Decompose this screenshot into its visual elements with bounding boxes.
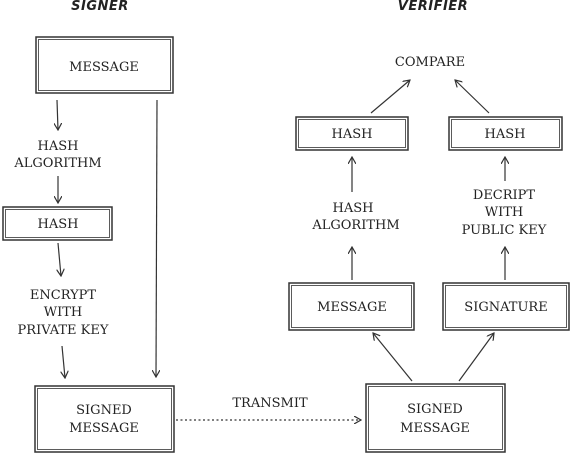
verifier-signature-label: SIGNATURE: [464, 300, 547, 315]
verifier-header: VERIFIER: [398, 0, 468, 14]
verifier-decrypt-line2: WITH: [485, 205, 524, 220]
verifier-decrypt-line3: PUBLIC KEY: [462, 223, 547, 238]
signer-hash-algorithm-line1: HASH: [38, 139, 79, 154]
verifier-signed-message-box: SIGNED MESSAGE: [365, 383, 506, 453]
verifier-hash-algorithm-line1: HASH: [333, 201, 374, 216]
signer-encrypt-line1: ENCRYPT: [30, 288, 97, 303]
verifier-hash-right-box: HASH: [448, 116, 563, 151]
signer-hash-box: HASH: [2, 206, 113, 241]
signer-hash-label: HASH: [38, 217, 79, 232]
arrow-encrypt-to-signed-message: [62, 345, 65, 378]
verifier-signed-message-line2: MESSAGE: [400, 421, 470, 436]
arrow-hash-right-to-compare: [455, 80, 490, 114]
signer-signed-message-line1: SIGNED: [76, 403, 132, 418]
verifier-signed-message-line1: SIGNED: [407, 402, 463, 417]
verifier-signature-box: SIGNATURE: [442, 282, 570, 331]
arrow-message-to-hash-algorithm: [57, 99, 58, 130]
transmit-label: TRANSMIT: [232, 396, 308, 411]
arrow-hash-left-to-compare: [370, 80, 410, 114]
arrow-signed-to-message: [373, 333, 413, 382]
verifier-hash-left-box: HASH: [295, 116, 409, 151]
verifier-hash-algorithm-line2: ALGORITHM: [311, 218, 399, 233]
verifier-hash-right-label: HASH: [485, 127, 526, 142]
signer-message-label: MESSAGE: [69, 60, 139, 75]
verifier-message-box: MESSAGE: [288, 282, 415, 331]
signer-header: SIGNER: [71, 0, 129, 14]
arrow-signed-to-signature: [458, 333, 494, 382]
signer-encrypt-line3: PRIVATE KEY: [18, 323, 109, 338]
signer-signed-message-line2: MESSAGE: [69, 421, 139, 436]
verifier-decrypt-line1: DECRIPT: [473, 188, 536, 203]
compare-label: COMPARE: [395, 55, 465, 70]
signer-message-box: MESSAGE: [35, 36, 174, 94]
verifier-hash-left-label: HASH: [332, 127, 373, 142]
arrow-hash-to-encrypt: [58, 242, 61, 276]
signer-signed-message-box: SIGNED MESSAGE: [34, 385, 175, 453]
verifier-message-label: MESSAGE: [317, 300, 387, 315]
signer-hash-algorithm-line2: ALGORITHM: [13, 156, 101, 171]
arrow-message-to-signed-message: [156, 99, 157, 377]
signer-encrypt-line2: WITH: [44, 305, 83, 320]
